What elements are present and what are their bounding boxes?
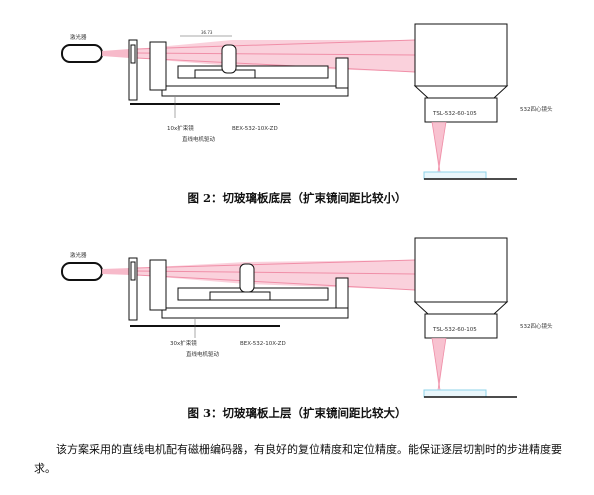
laser-source <box>61 262 103 281</box>
model-label: BEX-532-10X-ZD <box>240 341 286 347</box>
figure-3-caption: 图 3：切玻璃板上层（扩束镜间距比较大） <box>187 406 407 420</box>
focused-beam-edge-2 <box>437 337 447 391</box>
beam-edge-top <box>135 259 416 269</box>
objective-label: TSL-532-60-105 <box>432 327 477 333</box>
stage-right-support <box>335 277 349 309</box>
motor-base <box>161 85 349 97</box>
figure-3-svg: 激光器 30x扩束镜 BEX-532-10X-ZD 直线电机驱动 TSL-532… <box>61 237 553 398</box>
focused-beam <box>432 338 446 390</box>
figure-2-svg: 激光器 36.73 10x扩束镜 BEX-532-10X-ZD 直线电机驱动 T… <box>61 23 553 180</box>
beam-center <box>135 270 416 275</box>
focused-beam <box>432 122 446 172</box>
stage-left-support <box>149 259 167 311</box>
motor-label: 直线电机驱动 <box>182 135 216 143</box>
motor-carriage <box>209 291 271 301</box>
description-paragraph: 该方案采用的直线电机配有磁栅编码器，有良好的复位精度和定位精度。能保证逐层切割时… <box>34 443 562 475</box>
small-lens <box>130 44 136 64</box>
focused-beam-edge-2 <box>437 121 447 173</box>
scanner-neck <box>413 301 509 315</box>
mirror-mount <box>128 39 138 101</box>
head-label: 532四心镜头 <box>520 105 553 113</box>
beam-initial <box>102 49 130 58</box>
head-label: 532四心镜头 <box>520 322 553 330</box>
objective-label: TSL-532-60-105 <box>432 111 477 117</box>
objective-lens <box>424 97 498 123</box>
figure-2-caption: 图 2：切玻璃板底层（扩束镜间距比较小） <box>187 191 407 205</box>
stage-right-support <box>335 57 349 89</box>
lens-label: 10x扩束镜 <box>167 124 194 132</box>
scanner-neck <box>413 85 509 99</box>
motor-base <box>161 307 349 319</box>
figure-2-diagram: 激光器 36.73 10x扩束镜 BEX-532-10X-ZD 直线电机驱动 T… <box>0 0 594 180</box>
objective-lens <box>424 313 498 339</box>
laser-source <box>61 44 103 63</box>
figure-3-diagram: 激光器 30x扩束镜 BEX-532-10X-ZD 直线电机驱动 TSL-532… <box>0 218 594 408</box>
glass-plate <box>423 171 487 180</box>
lens-label: 30x扩束镜 <box>170 339 197 347</box>
laser-label: 激光器 <box>70 251 87 259</box>
beam-edge-top <box>135 39 416 50</box>
stage-left-support <box>149 41 167 91</box>
laser-label: 激光器 <box>70 33 87 41</box>
beam-center <box>135 52 416 56</box>
scanner-head <box>414 23 508 87</box>
motor-label: 直线电机驱动 <box>186 350 220 358</box>
dimension-label: 36.73 <box>201 30 213 35</box>
focused-beam-edge-1 <box>431 337 441 391</box>
mirror-mount <box>128 257 138 321</box>
expander-lens <box>221 44 237 74</box>
model-label: BEX-532-10X-ZD <box>232 126 278 132</box>
expander-lens <box>239 263 255 293</box>
focused-beam-edge-1 <box>431 121 441 173</box>
beam-initial <box>102 268 130 275</box>
scanner-head <box>414 237 508 303</box>
beam-edge-bottom <box>135 274 416 291</box>
small-lens <box>130 261 136 281</box>
beam-edge-bottom <box>135 57 416 73</box>
glass-plate <box>423 389 487 398</box>
